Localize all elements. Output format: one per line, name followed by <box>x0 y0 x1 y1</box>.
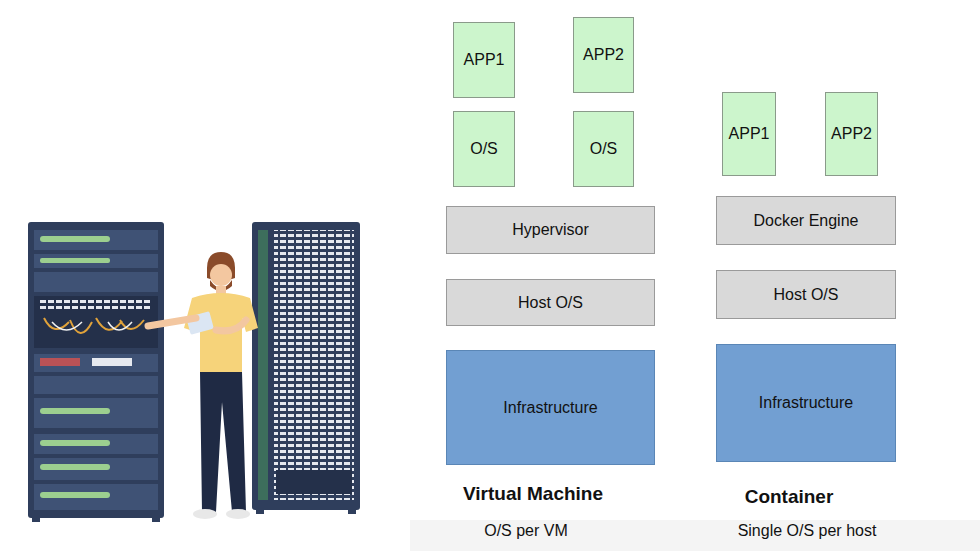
box-label: APP1 <box>729 124 770 143</box>
host-os-layer: Host O/S <box>446 279 655 326</box>
box-label: O/S <box>470 139 498 158</box>
section-title: Container <box>745 486 834 508</box>
box-label: Docker Engine <box>754 211 859 230</box>
hypervisor-layer: Hypervisor <box>446 206 655 254</box>
app-box: APP1 <box>722 92 776 176</box>
box-label: Host O/S <box>518 293 583 312</box>
box-label: APP1 <box>464 50 505 69</box>
box-label: Host O/S <box>774 285 839 304</box>
box-label: Hypervisor <box>512 220 588 239</box>
engine-layer: Docker Engine <box>716 196 896 245</box>
box-label: Infrastructure <box>503 398 597 417</box>
server-rack <box>28 222 164 522</box>
box-label: APP2 <box>583 45 624 64</box>
box-label: O/S <box>590 139 618 158</box>
section-note: O/S per VM <box>484 522 568 540</box>
app-box: APP2 <box>825 92 878 176</box>
app-box: APP2 <box>573 17 634 93</box>
section-title: Virtual Machine <box>463 483 603 505</box>
technician-figure <box>148 252 258 519</box>
os-box: O/S <box>453 111 515 187</box>
box-label: Infrastructure <box>759 393 853 412</box>
app-box: APP1 <box>453 22 515 98</box>
section-note: Single O/S per host <box>738 522 877 540</box>
host-os-layer: Host O/S <box>716 270 896 319</box>
os-box: O/S <box>573 111 634 187</box>
box-label: APP2 <box>831 124 872 143</box>
server-rack <box>252 222 360 514</box>
infrastructure-layer: Infrastructure <box>446 350 655 465</box>
infrastructure-layer: Infrastructure <box>716 344 896 462</box>
